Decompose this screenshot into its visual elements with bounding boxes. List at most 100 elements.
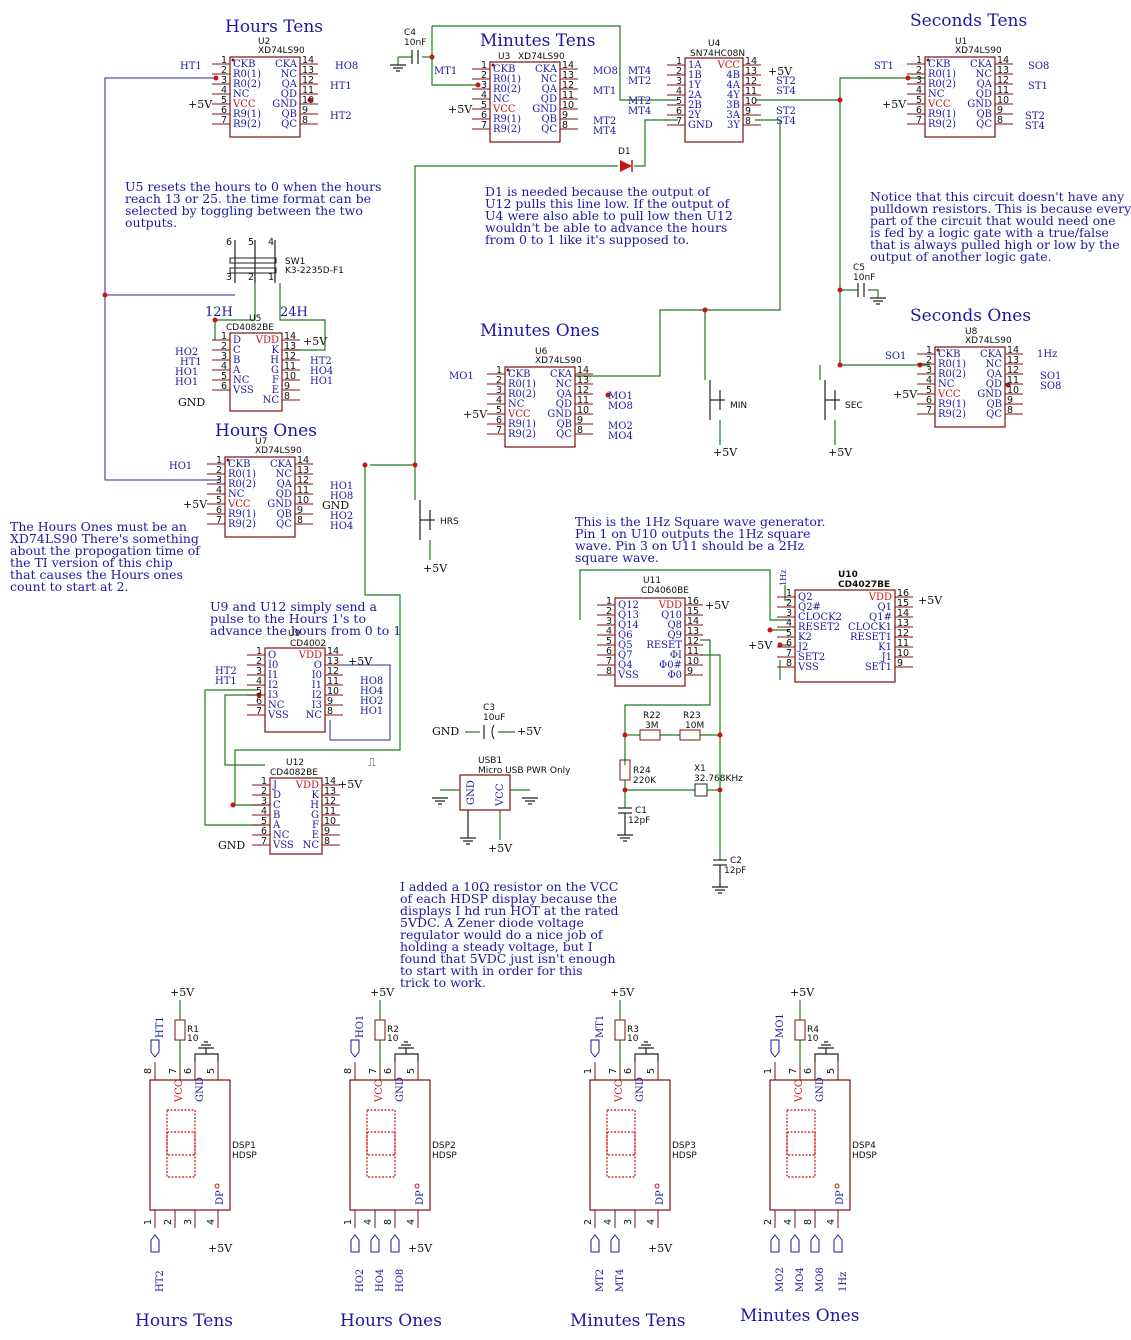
u5-net-2: HT1	[180, 357, 202, 368]
u10-pinnum: 2	[786, 598, 792, 609]
display-pin-bottom: 4	[603, 1219, 614, 1225]
u4-net-3: MT2	[628, 96, 651, 107]
u8-vcc: +5V	[893, 388, 918, 401]
u1-pinnum: 13	[997, 65, 1009, 76]
u3-pin-qc: QC	[541, 124, 557, 135]
u6-pinnum: 4	[496, 395, 502, 406]
u3-pinnum: 1	[481, 60, 487, 71]
u7-pin-ckb: CKB	[228, 459, 250, 470]
display-pin-bottom: 3	[183, 1219, 194, 1225]
u4-pinnum: 14	[745, 56, 757, 67]
u6-pinnum: 12	[577, 385, 589, 396]
display-vcc-label: VCC	[614, 1079, 625, 1103]
u4-pinnum: 2	[676, 66, 682, 77]
u5-pin-a: A	[232, 365, 241, 376]
note-line: count to start at 2.	[10, 579, 128, 594]
u10-pin-vdd: VDD	[868, 592, 892, 603]
u2-pin-r91: R9(1)	[233, 109, 261, 120]
display-gnd-label: GND	[395, 1077, 406, 1102]
u6-pin-ckb: CKB	[508, 369, 530, 380]
note-line: to start with in order for this	[400, 963, 583, 978]
net-mo8b: MO8	[608, 401, 633, 412]
net-mo8: MO8	[593, 66, 618, 77]
u7-ref: U7	[255, 437, 267, 447]
u11-vcc: +5V	[705, 599, 730, 612]
u5-pin-g: G	[271, 365, 279, 376]
u1-pin-qa: QA	[977, 79, 993, 90]
u11-pinnum: 13	[687, 626, 699, 637]
u10-pin-set1: SET1	[865, 662, 892, 673]
u5-pinnum: 1	[221, 331, 227, 342]
u1-pinnum: 11	[997, 85, 1009, 96]
u11-pin-q13: Q13	[618, 610, 639, 621]
u12-pin-vss: VSS	[272, 840, 294, 851]
u10-pin-j1: J1	[881, 652, 892, 663]
u3-pinnum: 13	[562, 70, 574, 81]
display-vcc-label: VCC	[794, 1079, 805, 1103]
u5-pinnum: 4	[221, 361, 227, 372]
title-hours-tens: Hours Tens	[225, 17, 323, 37]
u9-pinnum: 13	[327, 656, 339, 667]
u5-pin-c: C	[233, 345, 241, 356]
display-pin-top: 1	[763, 1068, 774, 1074]
display-vcc-net: +5V	[370, 986, 395, 999]
u8-ref: U8	[965, 327, 978, 337]
display-dp-vcc: +5V	[208, 1242, 233, 1255]
display-pin-top: 8	[343, 1068, 354, 1074]
u6-value: XD74LS90	[535, 356, 582, 366]
u6-pin-qd: QD	[556, 399, 572, 410]
u4-pin-2b: 2B	[688, 100, 702, 111]
u2-pin-cka: CKA	[275, 59, 298, 70]
u12-pinnum: 9	[324, 826, 330, 837]
u5-pinnum: 12	[284, 351, 296, 362]
u3-pin-r01: R0(1)	[493, 74, 521, 85]
u7-pin-r92: R9(2)	[228, 519, 256, 530]
u11-pin-q12: Q12	[618, 600, 639, 611]
u1-pin-nc: NC	[976, 69, 993, 80]
r22-ref: R22	[643, 711, 661, 721]
u7-pinnum: 2	[216, 465, 222, 476]
u5-24h: 24H	[280, 305, 308, 320]
net-so8b: SO8	[1040, 381, 1061, 392]
u10-pinnum: 3	[786, 608, 792, 619]
u7-pin-qc: QC	[276, 519, 292, 530]
u5-pin-nc: NC	[263, 395, 280, 406]
u5-pin-f: F	[272, 375, 279, 386]
display-dp-vcc: +5V	[408, 1242, 433, 1255]
c1-ref: C1	[635, 806, 647, 816]
sw1-pin6: 6	[226, 237, 232, 248]
note-line: advance the hours from 0 to 1	[210, 623, 401, 638]
u11-pin-i: ΦI	[670, 650, 682, 661]
u1-pin-gnd: GND	[967, 99, 992, 110]
chip-u6: U6XD74LS90CKB1R0(1)2R0(2)3NC4VCC5R9(1)6R…	[487, 347, 593, 448]
u6-pin-qc: QC	[556, 429, 572, 440]
u9-pin-nc: NC	[306, 710, 323, 721]
u9-pinnum: 5	[256, 686, 262, 697]
display-pin-bottom: 4	[826, 1219, 837, 1225]
u10-1hz: 1Hz	[779, 570, 788, 586]
u8-pinnum: 13	[1007, 355, 1019, 366]
cap-c5: C5 10nF	[853, 263, 886, 305]
u10-vcc2: +5V	[748, 639, 773, 652]
display-res-ref: R2	[387, 1025, 399, 1035]
u3-pin-r02: R0(2)	[493, 84, 521, 95]
u10-vcc: +5V	[918, 594, 943, 607]
u5-pinnum: 11	[284, 361, 296, 372]
display-input-bottom2: MT4	[615, 1269, 626, 1292]
u2-pin-r92: R9(2)	[233, 119, 261, 130]
note-line: output of another logic gate.	[870, 249, 1052, 264]
display-res-ref: R1	[187, 1025, 199, 1035]
u3-ref: U3	[498, 52, 510, 62]
hrs-vcc: +5V	[423, 562, 448, 575]
u7-pinnum: 1	[216, 455, 222, 466]
u7-pinnum: 8	[297, 515, 303, 526]
u12-pin-vdd: VDD	[295, 780, 319, 791]
u7-pin-qd: QD	[276, 489, 292, 500]
u9-pinnum: 7	[256, 706, 262, 717]
